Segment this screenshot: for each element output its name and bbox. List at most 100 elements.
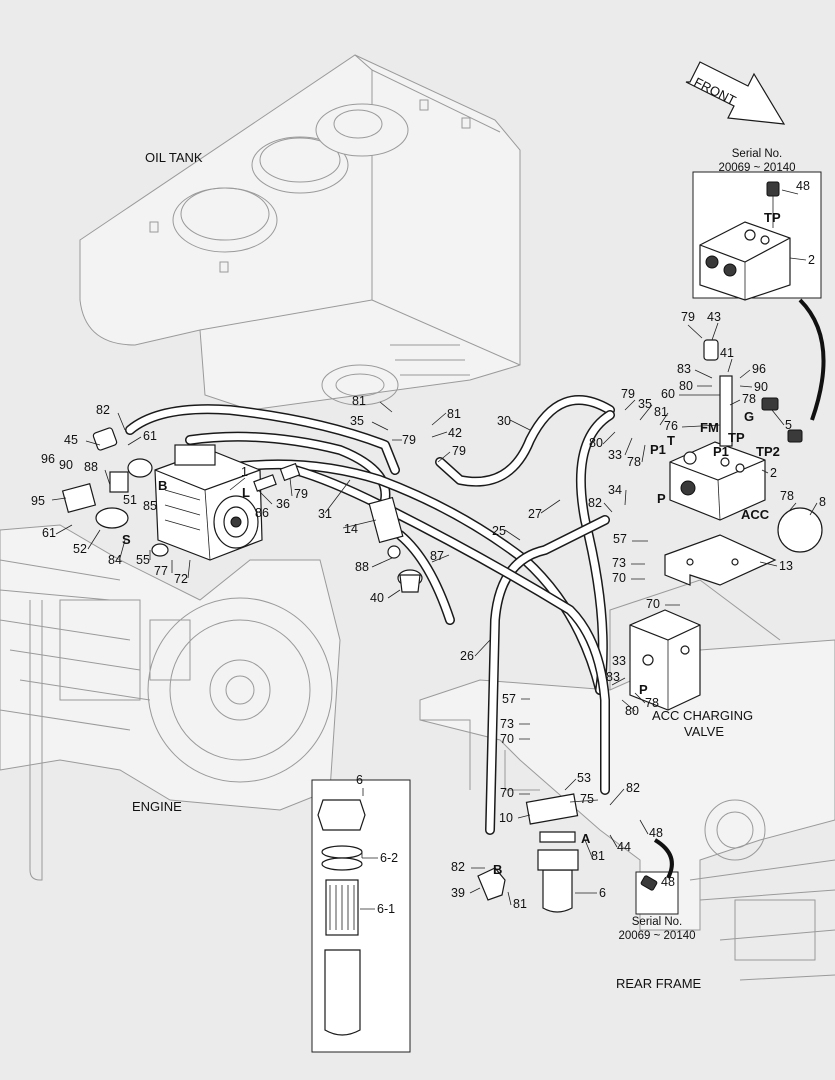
callout-10: 10 (499, 811, 513, 825)
callout-80-a: 80 (679, 379, 693, 393)
callout-76: 76 (664, 419, 678, 433)
callout-35-a: 35 (638, 397, 652, 411)
callout-84: 84 (108, 553, 122, 567)
engine (0, 524, 341, 881)
callout-77: 77 (154, 564, 168, 578)
callout-31: 31 (318, 507, 332, 521)
callout-57-b: 57 (502, 692, 516, 706)
callout-42: 42 (448, 426, 462, 440)
callout-96-b: 96 (41, 452, 55, 466)
callout-83-a: 83 (677, 362, 691, 376)
front-arrow: FRONT (685, 61, 786, 125)
callout-45: 45 (64, 433, 78, 447)
hydraulic-pump (154, 444, 263, 561)
callout-85: 85 (143, 499, 157, 513)
callout-57-a: 57 (613, 532, 627, 546)
callout-73-b: 73 (500, 717, 514, 731)
serial-bottom-line2: 20069 ~ 20140 (618, 930, 695, 942)
acc-charging-valve-caption-2: VALVE (684, 724, 724, 739)
fitting-48-inset-icon (640, 875, 658, 891)
callout-90-a: 90 (754, 380, 768, 394)
callout-44: 44 (617, 840, 631, 854)
oil-tank-caption: OIL TANK (145, 150, 203, 165)
callout-41: 41 (720, 346, 734, 360)
callout-90-b: 90 (59, 458, 73, 472)
callout-39: 39 (451, 886, 465, 900)
port-labels: FM G T TP TP2 P1 P1 P ACC P B L S A B (122, 409, 780, 877)
port-p1-left: P1 (650, 442, 666, 457)
callout-55: 55 (136, 553, 150, 567)
port-b-filter: B (493, 862, 502, 877)
callout-13: 13 (779, 559, 793, 573)
callout-83-b: 83 (606, 670, 620, 684)
port-l-pump: L (242, 485, 250, 500)
callouts: 48 2 79 43 41 83 96 80 90 60 78 79 35 81… (31, 179, 826, 916)
port-tp2: TP2 (756, 444, 780, 459)
callout-78-c: 78 (780, 489, 794, 503)
callout-26: 26 (460, 649, 474, 663)
serial-top-line2: 20069 ~ 20140 (718, 162, 795, 174)
port-g: G (744, 409, 754, 424)
callout-81-c: 81 (447, 407, 461, 421)
callout-34: 34 (608, 483, 622, 497)
callout-82-b: 82 (96, 403, 110, 417)
callout-61-a: 61 (143, 429, 157, 443)
callout-82-c: 82 (626, 781, 640, 795)
pump-fittings (61, 427, 423, 593)
callout-33-b: 33 (612, 654, 626, 668)
callout-8: 8 (819, 495, 826, 509)
callout-43: 43 (707, 310, 721, 324)
leader-lines (51, 189, 818, 910)
callout-25: 25 (492, 524, 506, 538)
acc-charging-valve-caption-1: ACC CHARGING (652, 708, 753, 723)
callout-70-a: 70 (612, 571, 626, 585)
callout-61-b: 61 (42, 526, 56, 540)
oil-tank (79, 54, 521, 411)
callout-48-mid: 48 (649, 826, 663, 840)
callout-86: 86 (255, 506, 269, 520)
callout-88-a: 88 (84, 460, 98, 474)
serial-top-line1: Serial No. (732, 148, 783, 160)
callout-79-e: 79 (294, 487, 308, 501)
callout-70-d: 70 (500, 786, 514, 800)
callout-52: 52 (73, 542, 87, 556)
port-p: P (657, 491, 666, 506)
callout-72: 72 (174, 572, 188, 586)
port-t: T (667, 433, 675, 448)
callout-79-b: 79 (621, 387, 635, 401)
callout-78-a: 78 (742, 392, 756, 406)
serial-bottom-line1: Serial No. (632, 916, 683, 928)
callout-80-c: 80 (625, 704, 639, 718)
callout-2-inset: 2 (808, 253, 815, 267)
callout-81-d: 81 (591, 849, 605, 863)
callout-6-inset: 6 (356, 773, 363, 787)
callout-73-a: 73 (612, 556, 626, 570)
callout-53: 53 (577, 771, 591, 785)
callout-14: 14 (344, 522, 358, 536)
callout-70-b: 70 (646, 597, 660, 611)
engine-caption: ENGINE (132, 799, 182, 814)
callout-5: 5 (785, 418, 792, 432)
callout-60: 60 (661, 387, 675, 401)
callout-80-b: 80 (589, 436, 603, 450)
port-acc: ACC (741, 507, 770, 522)
callout-1: 1 (241, 465, 248, 479)
port-fm: FM (700, 420, 719, 435)
rear-frame-caption: REAR FRAME (616, 976, 702, 991)
callout-35-b: 35 (350, 414, 364, 428)
port-p1-right: P1 (713, 444, 729, 459)
pointer-arrow-top (798, 298, 826, 421)
line-filter (477, 793, 579, 913)
main-valve-block (669, 339, 803, 521)
mounting-plate (664, 534, 777, 586)
callout-6-1: 6-1 (377, 902, 395, 916)
callout-81-a: 81 (654, 405, 668, 419)
callout-95: 95 (31, 494, 45, 508)
callout-6-main: 6 (599, 886, 606, 900)
accumulator (777, 507, 823, 553)
callout-81-b: 81 (352, 394, 366, 408)
port-s-pump: S (122, 532, 131, 547)
callout-6-2: 6-2 (380, 851, 398, 865)
callout-40: 40 (370, 591, 384, 605)
